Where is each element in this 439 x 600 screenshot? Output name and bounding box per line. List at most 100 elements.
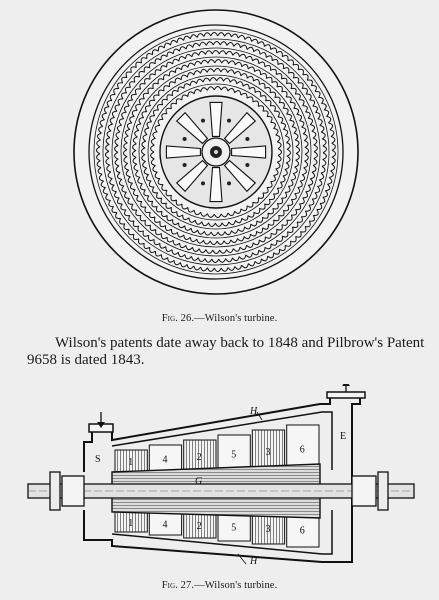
stage-number: 2: [197, 521, 202, 532]
body-paragraph: Wilson's patents date away back to 1848 …: [27, 335, 425, 368]
blade: [293, 107, 300, 115]
blade: [123, 156, 128, 164]
blade: [197, 229, 205, 235]
blade: [286, 142, 291, 150]
blade: [191, 247, 200, 252]
blade: [319, 172, 325, 181]
blade: [132, 150, 137, 158]
spoke-gap-mark: [182, 163, 187, 167]
blade: [254, 69, 262, 75]
figure-26-illustration: [73, 9, 359, 295]
blade: [160, 254, 169, 260]
blade: [277, 197, 284, 205]
blade: [187, 91, 195, 97]
blade: [247, 261, 256, 267]
blade: [102, 187, 108, 195]
stage-block: [217, 434, 251, 473]
blade: [241, 263, 249, 269]
blade: [133, 75, 140, 83]
blade: [246, 75, 254, 82]
blade: [270, 121, 276, 130]
blade: [286, 113, 292, 121]
blade: [303, 160, 309, 169]
blade: [278, 210, 285, 217]
blade: [237, 34, 246, 40]
blade: [123, 223, 130, 230]
blade: [165, 225, 172, 232]
blade: [246, 201, 254, 208]
blade: [193, 70, 202, 76]
blade: [160, 65, 168, 71]
blade: [325, 183, 331, 192]
blade: [150, 151, 155, 160]
blade: [229, 79, 238, 85]
blade: [311, 85, 317, 92]
blade: [204, 50, 213, 55]
blade: [170, 39, 178, 46]
blade: [144, 78, 151, 85]
blade: [120, 203, 126, 211]
blade: [152, 131, 158, 139]
blade: [133, 163, 139, 172]
blade: [198, 41, 207, 47]
blade: [100, 180, 106, 189]
blade: [273, 187, 280, 195]
blade: [137, 176, 143, 185]
inlet-arrow-head: [97, 422, 105, 428]
blade: [270, 228, 278, 235]
blade: [141, 147, 146, 156]
blade: [290, 236, 297, 243]
blade: [290, 102, 296, 109]
blade: [186, 264, 195, 270]
blade: [114, 138, 120, 146]
blade: [227, 266, 236, 271]
stage-number: 1: [128, 518, 133, 529]
blade: [232, 52, 241, 57]
blade: [322, 152, 327, 161]
blade: [144, 220, 151, 227]
blade: [249, 231, 258, 237]
blade: [155, 229, 162, 236]
blade: [228, 220, 236, 226]
blade: [165, 246, 173, 252]
blade: [270, 240, 278, 246]
blade: [221, 221, 230, 227]
blade: [217, 32, 226, 37]
blade: [299, 120, 305, 128]
blade: [96, 153, 101, 162]
blade: [280, 122, 287, 130]
blade: [154, 171, 160, 180]
blade: [217, 231, 226, 236]
blade: [213, 86, 222, 91]
blade: [196, 238, 204, 244]
blade: [240, 44, 248, 50]
blade: [281, 90, 288, 98]
blade: [247, 212, 255, 218]
blade: [107, 171, 113, 180]
blade: [288, 72, 295, 79]
blade: [234, 61, 243, 67]
spoke: [223, 111, 257, 145]
blade: [273, 168, 279, 176]
blade: [219, 41, 228, 46]
blade: [206, 68, 215, 73]
blade: [236, 81, 244, 87]
blade: [206, 213, 215, 218]
blade: [313, 144, 318, 153]
blade: [286, 148, 291, 157]
stage-number: 4: [163, 520, 168, 531]
blade: [209, 240, 218, 245]
blade: [258, 61, 266, 68]
blade: [178, 56, 186, 62]
blade: [137, 225, 144, 232]
blade: [154, 251, 162, 257]
blade: [202, 77, 211, 83]
blade: [284, 162, 290, 171]
blade: [200, 59, 209, 65]
blade: [222, 77, 231, 83]
blade: [253, 208, 261, 214]
blade: [306, 93, 312, 101]
inner-casing-ring: [88, 24, 344, 280]
blade: [119, 178, 125, 187]
blade: [239, 53, 247, 59]
